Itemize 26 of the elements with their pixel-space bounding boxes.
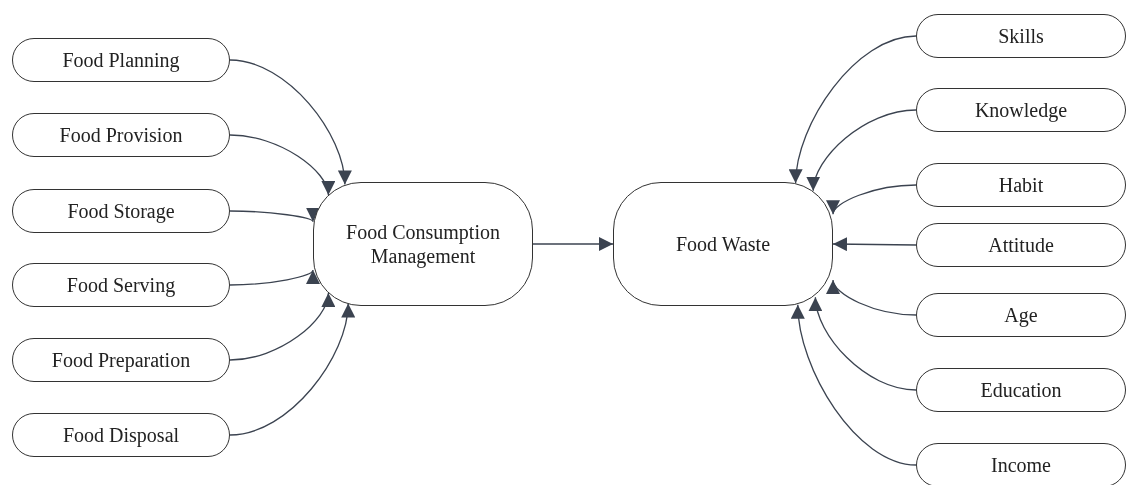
factor-pill: Food Storage (12, 189, 230, 233)
arrow (809, 296, 917, 391)
factor-pill: Age (916, 293, 1126, 337)
arrow (791, 304, 917, 466)
factor-pill: Income (916, 443, 1126, 485)
arrow (532, 237, 614, 251)
factor-pill: Food Provision (12, 113, 230, 157)
arrow (829, 279, 917, 316)
factor-pill: Skills (916, 14, 1126, 58)
arrow (229, 292, 334, 361)
arrow (229, 134, 334, 196)
factor-pill: Food Serving (12, 263, 230, 307)
factor-pill: Food Disposal (12, 413, 230, 457)
factor-pill: Attitude (916, 223, 1126, 267)
arrow (229, 59, 351, 186)
factor-pill: Knowledge (916, 88, 1126, 132)
factor-pill: Food Preparation (12, 338, 230, 382)
arrow (789, 35, 917, 184)
arrow (832, 237, 917, 252)
arrow (808, 109, 917, 192)
process-box: Food Waste (613, 182, 833, 306)
factor-pill: Habit (916, 163, 1126, 207)
factor-pill: Education (916, 368, 1126, 412)
process-box: Food Consumption Management (313, 182, 533, 306)
factor-pill: Food Planning (12, 38, 230, 82)
arrow (229, 302, 354, 436)
